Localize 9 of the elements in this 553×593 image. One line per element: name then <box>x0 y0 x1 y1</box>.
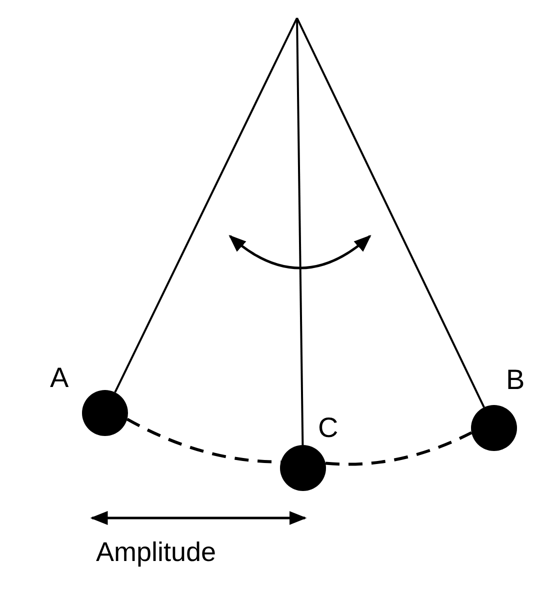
point-label: A <box>50 364 69 392</box>
pendulum-bob <box>82 390 128 436</box>
pendulum-bob <box>471 405 517 451</box>
pendulum-bob <box>280 445 326 491</box>
swing-path <box>126 418 281 464</box>
point-label: B <box>506 366 525 394</box>
dimension-label: Amplitude <box>96 538 216 566</box>
point-label: C <box>318 414 338 442</box>
swing-path <box>325 431 472 466</box>
